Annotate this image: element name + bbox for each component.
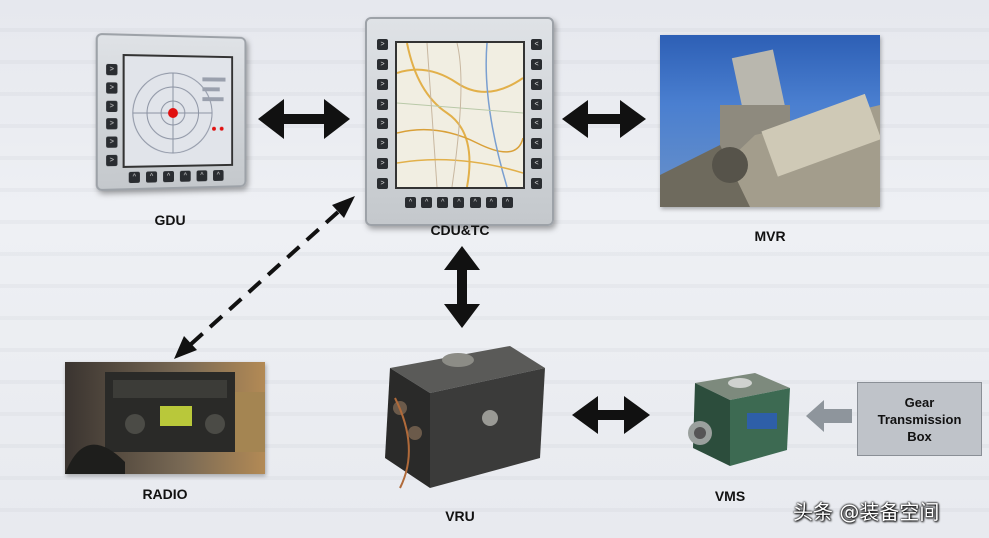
cdu-key: ^: [501, 197, 513, 208]
cdu-key: ^: [453, 197, 465, 208]
cdu-radio-dashed-arrow: [174, 196, 355, 359]
cdu-left-keys: > > > > > > > >: [377, 39, 388, 189]
cdu-key: <: [531, 58, 542, 70]
cdu-key: >: [377, 98, 388, 110]
cdu-key: <: [531, 138, 542, 150]
cdu-terminal: > > > > > > > > < < < < < < < < ^ ^ ^: [365, 17, 554, 226]
mvr-photo: [660, 35, 880, 207]
vms-label: VMS: [714, 488, 746, 504]
cdu-key: >: [377, 118, 388, 130]
cdu-key: ^: [485, 197, 497, 208]
cdu-bottom-keys: ^ ^ ^ ^ ^ ^ ^: [405, 197, 513, 208]
vru-equipment-image: [385, 346, 545, 489]
gdu-screen: [122, 53, 234, 168]
cdu-key: >: [377, 39, 388, 50]
watermark: 头条 @装备空间: [793, 500, 940, 524]
radio-photo: [65, 362, 265, 474]
mvr-equipment-image: [660, 49, 880, 207]
cdu-key: ^: [405, 197, 416, 208]
vms-equipment-image: [688, 373, 790, 466]
cdu-label: CDU&TC: [430, 222, 490, 238]
cdu-key: <: [531, 78, 542, 90]
map-display: [397, 43, 523, 187]
cdu-key: <: [531, 98, 542, 110]
vru-photo: [370, 338, 555, 500]
vru-label: VRU: [445, 508, 475, 524]
gdu-cdu-arrow: [258, 99, 350, 139]
cdu-key: >: [377, 177, 388, 189]
cdu-key: >: [377, 58, 388, 70]
gear-transmission-box: Gear Transmission Box: [857, 382, 982, 456]
vms-photo: [665, 368, 795, 476]
radio-lcd: [160, 406, 192, 426]
gdu-target-display: [124, 56, 232, 166]
radio-equipment-image: [65, 372, 265, 474]
cdu-mvr-arrow: [562, 100, 646, 138]
cdu-key: >: [377, 78, 388, 90]
radio-label: RADIO: [142, 486, 188, 502]
cdu-map-screen: [395, 41, 525, 189]
cdu-key: <: [531, 158, 542, 170]
mvr-label: MVR: [754, 228, 786, 244]
cdu-key: ^: [437, 197, 449, 208]
cdu-key: <: [531, 118, 542, 130]
gear-vms-arrow: [806, 400, 852, 432]
cdu-vru-arrow: [444, 246, 480, 328]
cdu-right-keys: < < < < < < < <: [531, 39, 542, 189]
cdu-key: >: [377, 158, 388, 170]
cdu-key: <: [531, 39, 542, 50]
cdu-key: >: [377, 138, 388, 150]
gdu-terminal: > > > > > > ^ ^ ^ ^ ^ ^: [95, 32, 247, 192]
vru-vms-arrow: [572, 396, 650, 434]
gdu-label: GDU: [154, 212, 186, 228]
target-dot: [167, 107, 179, 119]
cdu-key: ^: [421, 197, 433, 208]
cdu-key: ^: [469, 197, 481, 208]
cdu-key: <: [531, 177, 542, 189]
